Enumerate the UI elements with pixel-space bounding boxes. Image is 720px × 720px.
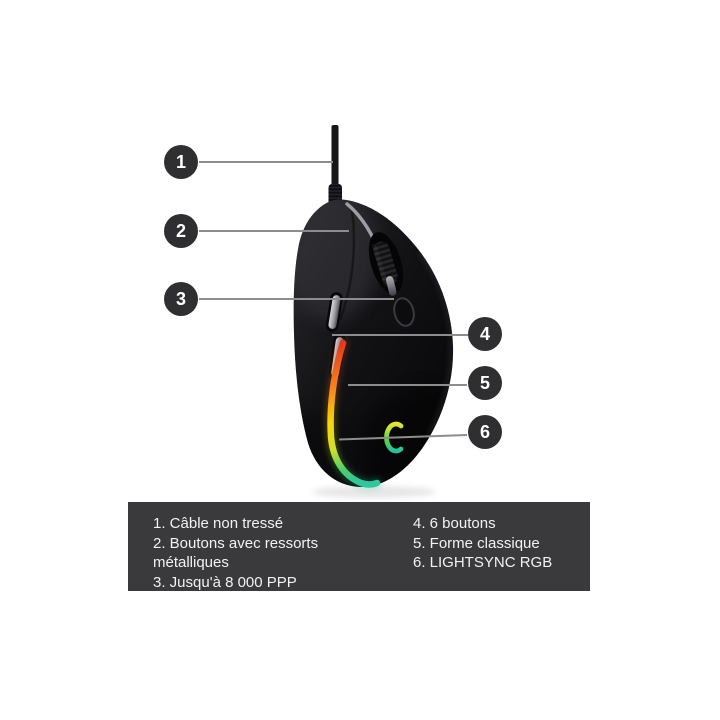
callout-5-badge: 5 — [468, 366, 502, 400]
callout-2-line — [199, 230, 349, 232]
legend-panel: 1. Câble non tressé 2. Boutons avec ress… — [128, 502, 590, 591]
legend-item: 3. Jusqu'à 8 000 PPP — [153, 573, 297, 591]
scroll-wheel — [368, 232, 404, 296]
legend-item: 4. 6 boutons — [413, 515, 496, 532]
legend-item: 2. Boutons avec ressorts métalliques — [153, 534, 319, 572]
callout-4-line — [332, 334, 468, 336]
legend-item: 6. LIGHTSYNC RGB — [413, 554, 553, 571]
rgb-light-strip — [325, 337, 383, 490]
mouse-cable — [328, 125, 342, 206]
callout-4-badge: 4 — [468, 317, 502, 351]
legend-column-right: 4. 6 boutons 5. Forme classique 6. LIGHT… — [413, 514, 585, 573]
callout-3-badge: 3 — [164, 282, 198, 316]
callout-1-line — [199, 161, 333, 163]
callout-1-badge: 1 — [164, 145, 198, 179]
legend-item: 1. Câble non tressé — [153, 515, 284, 532]
callout-6-badge: 6 — [468, 415, 502, 449]
mouse-shadow — [312, 486, 436, 498]
legend-item: 5. Forme classique — [413, 534, 540, 552]
callout-5-line — [348, 384, 467, 386]
callout-2-badge: 2 — [164, 214, 198, 248]
legend-column-left: 1. Câble non tressé 2. Boutons avec ress… — [153, 514, 353, 592]
wheel-housing-highlight — [385, 276, 397, 296]
callout-3-line — [199, 298, 394, 300]
side-button-upper — [325, 292, 343, 332]
dpi-button — [393, 297, 415, 327]
